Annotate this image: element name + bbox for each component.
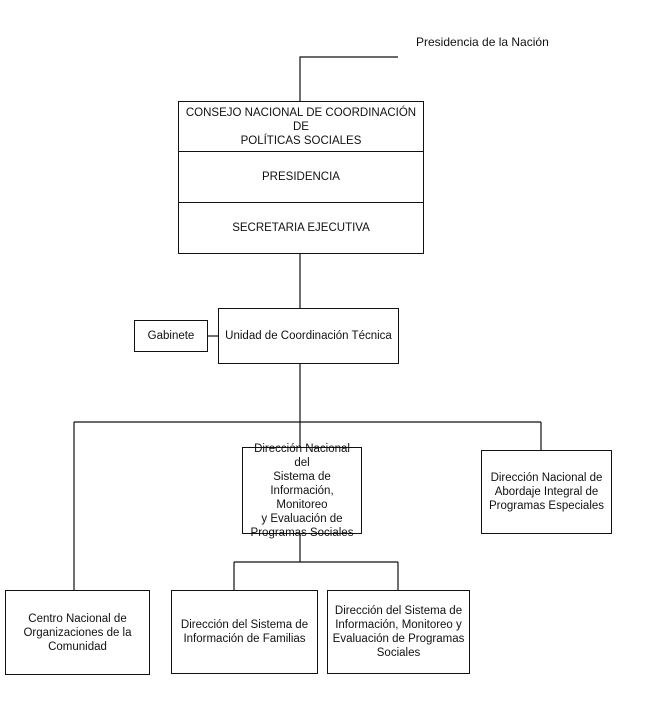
consejo-title-line: POLÍTICAS SOCIALES	[240, 134, 362, 147]
direccion-sistema-line: y Evaluación de	[261, 512, 343, 525]
direccion-nacional-sistema-box: Dirección Nacional del Sistema de Inform…	[242, 443, 362, 539]
gabinete-box: Gabinete	[134, 320, 208, 352]
direccion-abordaje-line: Abordaje Integral de	[494, 486, 599, 498]
presidencia-box: PRESIDENCIA	[178, 151, 424, 203]
gabinete-label: Gabinete	[147, 330, 195, 342]
unidad-coordinacion-label: Unidad de Coordinación Técnica	[225, 330, 392, 342]
consejo-title-line: CONSEJO NACIONAL DE COORDINACIÓN DE	[185, 106, 417, 133]
centro-nacional-line: Comunidad	[48, 640, 107, 653]
direccion-abordaje-line: Dirección Nacional de	[490, 472, 603, 484]
direccion-sistema-line: Dirección Nacional del	[254, 442, 350, 469]
direccion-sistema-line: Sistema de	[273, 470, 331, 483]
unidad-coordinacion-box: Unidad de Coordinación Técnica	[218, 308, 399, 364]
secretaria-ejecutiva-box: SECRETARIA EJECUTIVA	[178, 202, 424, 254]
direccion-sistema-line: Información, Monitoreo	[270, 484, 334, 511]
direccion-monitoreo-box: Dirección del Sistema de Información, Mo…	[327, 590, 470, 674]
direccion-familias-line: Dirección del Sistema de	[180, 619, 309, 631]
direccion-abordaje-line: Programas Especiales	[488, 500, 605, 512]
secretaria-ejecutiva-label: SECRETARIA EJECUTIVA	[232, 222, 370, 234]
centro-nacional-line: Centro Nacional de	[28, 612, 127, 625]
presidencia-nacion-label: Presidencia de la Nación	[416, 35, 549, 49]
direccion-monitoreo-line: Información, Monitoreo y	[335, 619, 462, 631]
centro-nacional-line: Organizaciones de la	[23, 626, 132, 639]
direccion-monitoreo-line: Evaluación de Programas	[332, 633, 465, 645]
direccion-familias-line: Información de Familias	[183, 633, 306, 645]
consejo-title-box: CONSEJO NACIONAL DE COORDINACIÓN DE POLÍ…	[178, 101, 424, 152]
direccion-abordaje-box: Dirección Nacional de Abordaje Integral …	[481, 450, 612, 534]
presidencia-label: PRESIDENCIA	[262, 171, 340, 183]
centro-nacional-box: Centro Nacional de Organizaciones de la …	[5, 590, 150, 675]
direccion-familias-box: Dirección del Sistema de Información de …	[171, 590, 318, 674]
direccion-monitoreo-line: Sociales	[376, 647, 421, 659]
direccion-sistema-line: Programas Sociales	[250, 526, 354, 539]
direccion-monitoreo-line: Dirección del Sistema de	[334, 605, 463, 617]
